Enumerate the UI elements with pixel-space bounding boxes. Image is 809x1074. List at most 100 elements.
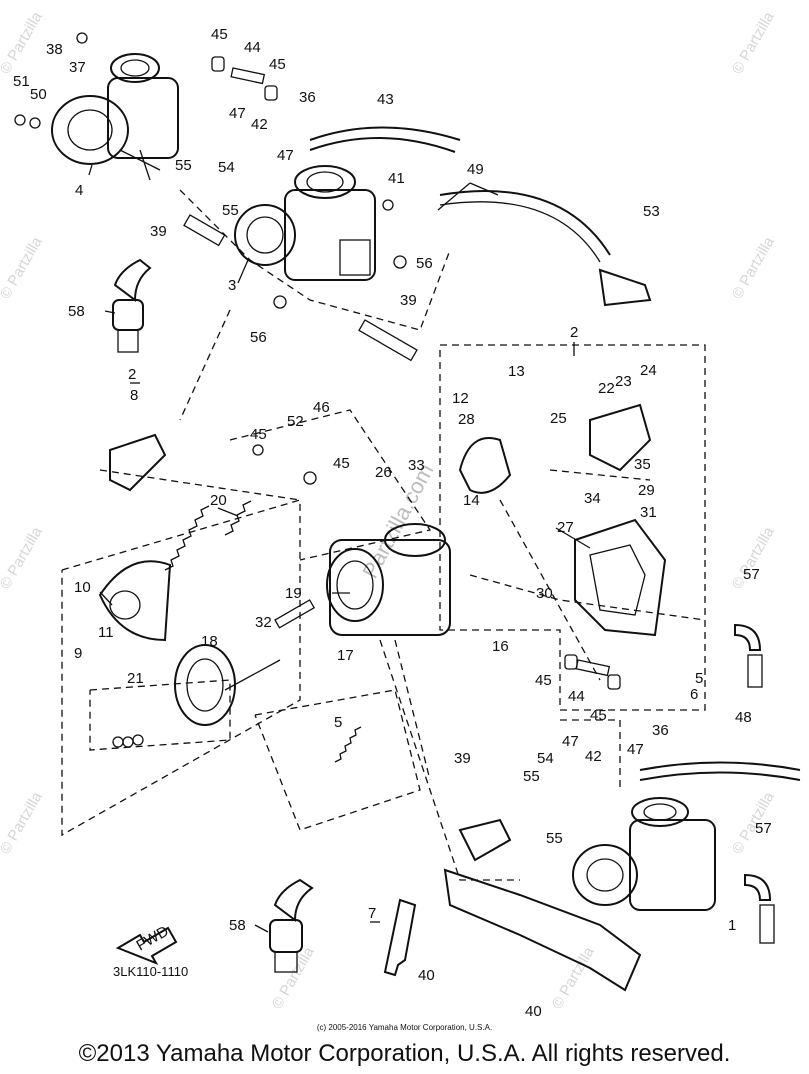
part-label: 36 [652,722,669,739]
part-label: 2 [128,366,136,383]
part-label: 38 [46,41,63,58]
part-label: 32 [255,614,272,631]
part-label: 34 [584,490,601,507]
part-label: 10 [74,579,91,596]
small-parts [14,32,621,748]
part-label: 45 [269,56,286,73]
part-label: 28 [458,411,475,428]
fwd-label: FWD [134,923,172,955]
part-label: 31 [640,504,657,521]
part-label: 45 [333,455,350,472]
watermark: © Partzilla [0,524,46,592]
part-label: 57 [743,566,760,583]
part-label: 20 [210,492,227,509]
part-label: 47 [562,733,579,750]
watermark: © Partzilla [549,944,598,1012]
part-label: 45 [535,672,552,689]
part-label: 23 [615,373,632,390]
part-label: 12 [452,390,469,407]
springs [164,500,362,763]
part-label: 11 [98,624,114,641]
part-label: 14 [463,492,480,509]
part-label: 56 [416,255,433,272]
part-label: 26 [375,464,392,481]
watermark: © Partzilla [0,789,46,857]
part-label: 3 [228,277,236,294]
part-label: 50 [30,86,47,103]
part-label: 45 [590,707,607,724]
part-label: 58 [229,917,246,934]
part-label: 47 [277,147,294,164]
part-label: 48 [735,709,752,726]
part-label: 40 [525,1003,542,1020]
part-label: 4 [75,182,83,199]
part-label: 55 [222,202,239,219]
part-label: 25 [550,410,567,427]
part-label: 42 [585,748,602,765]
part-label: 53 [643,203,660,220]
part-label: 6 [690,686,698,703]
lower-bracket [383,868,642,992]
part-label: 43 [377,91,394,108]
hoses [309,126,801,781]
diaphragm-piston [174,644,281,726]
part-label: 54 [537,750,554,767]
diaphragm-cover [98,560,172,642]
part-label: 9 [74,645,82,662]
part-label: 24 [640,362,657,379]
part-label: 2 [570,324,578,341]
part-label: 39 [400,292,417,309]
part-label: 47 [627,741,644,758]
part-label: 56 [250,329,267,346]
carburetor-bottom-right [572,797,716,911]
part-label: 36 [299,89,316,106]
part-label: 33 [408,457,425,474]
part-label: 19 [285,585,302,602]
part-label: 44 [568,688,585,705]
watermark: © Partzilla [729,234,778,302]
leader-lines [88,164,591,933]
carburetor-top-left [51,53,179,181]
part-label: 52 [287,413,304,430]
part-label: 45 [250,426,267,443]
part-label: 54 [218,159,235,176]
part-label: 55 [546,830,563,847]
diagram-code: 3LK110-1110 [113,964,189,979]
part-label: 37 [69,59,86,76]
float-chamber-cover [574,518,667,637]
part-label: 30 [536,585,553,602]
part-label: 55 [175,157,192,174]
part-label: 51 [13,73,30,90]
part-label: 41 [388,170,405,187]
part-label: 18 [201,633,218,650]
part-label: 39 [150,223,167,240]
watermark: © Partzilla [269,944,318,1012]
small-copyright: (c) 2005-2016 Yamaha Motor Corporation, … [316,1023,493,1032]
part-label: 42 [251,116,268,133]
part-label: 46 [313,399,330,416]
part-label: 1 [728,917,736,934]
sensor-parts [109,403,652,862]
carburetor-center [326,523,451,636]
fwd-arrow-icon: FWD [115,923,178,965]
part-label: 39 [454,750,471,767]
part-label: 27 [557,519,574,536]
part-callouts: 1 2 2 3 4 5 5 6 7 8 9 10 11 12 13 14 16 … [13,26,772,1020]
part-label: 21 [127,670,144,687]
watermark: © Partzilla [729,9,778,77]
part-label: 44 [244,39,261,56]
part-label: 8 [130,387,138,404]
watermark: © Partzilla [0,234,46,302]
carburetor-top-middle [234,165,376,281]
part-label: 40 [418,967,435,984]
part-label: 58 [68,303,85,320]
watermark: © Partzilla [0,9,46,77]
joint-pipes [112,258,775,973]
copyright-notice: ©2013 Yamaha Motor Corporation, U.S.A. A… [78,1040,731,1067]
watermarks: © Partzilla © Partzilla © Partzilla © Pa… [0,9,778,1012]
throttle-cable-bracket [598,268,652,307]
center-watermark: Partzilla.com [357,459,438,582]
part-label: 22 [598,380,615,397]
part-label: 45 [211,26,228,43]
